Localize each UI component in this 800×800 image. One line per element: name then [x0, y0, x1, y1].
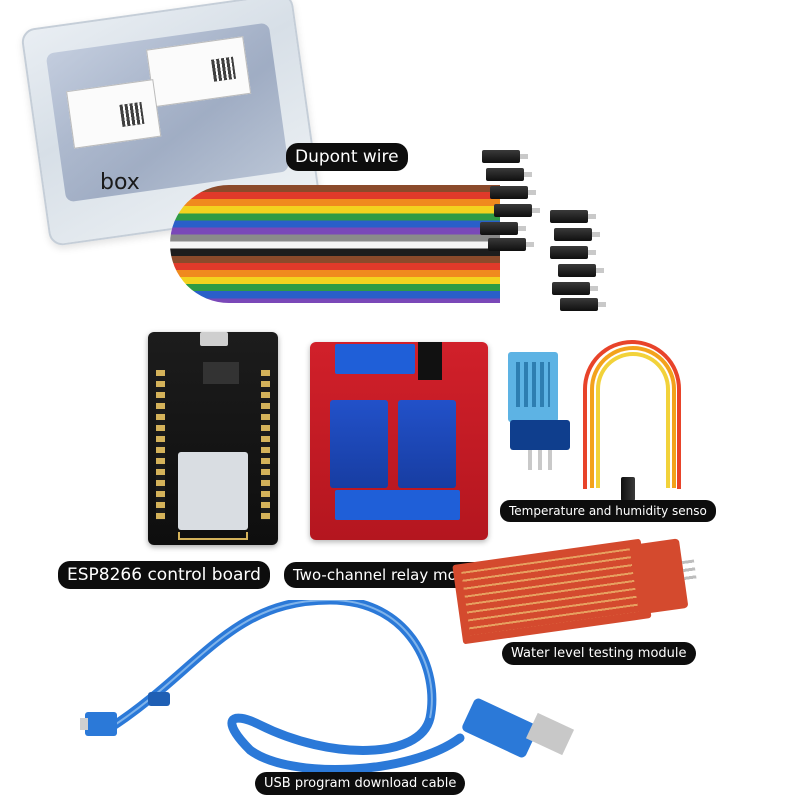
micro-usb-port	[200, 332, 228, 346]
antenna-trace	[178, 532, 248, 540]
dht-housing	[508, 352, 558, 422]
micro-usb-tip	[80, 718, 88, 730]
wifi-module	[178, 452, 248, 530]
connector	[480, 222, 526, 235]
water-sensor-pins	[681, 559, 697, 583]
connector	[552, 282, 598, 295]
relay-cube-1	[330, 400, 388, 488]
water-sensor-head	[631, 538, 689, 615]
dht-pin	[548, 450, 552, 470]
relay-cube-2	[398, 400, 456, 488]
relay-module-icon	[310, 342, 488, 540]
pin-header-left	[156, 370, 165, 520]
jumper-wire-red	[583, 340, 681, 489]
jumper-cable-icon	[578, 340, 688, 501]
pin-header-right	[261, 370, 270, 520]
relay-terminal-bottom	[335, 490, 460, 520]
connector	[488, 238, 534, 251]
qr-code-icon	[211, 56, 236, 82]
usb-cable-wire	[105, 600, 465, 775]
dht-sensor-icon	[508, 352, 573, 470]
micro-usb-plug	[85, 712, 117, 736]
connector	[554, 228, 600, 241]
relay-terminal-top	[335, 344, 415, 374]
water-level-label: Water level testing module	[502, 642, 696, 665]
usb-a-tip	[525, 712, 575, 756]
dht-pin	[538, 450, 542, 470]
usb-cable-label: USB program download cable	[255, 772, 466, 795]
usb-serial-chip	[203, 362, 239, 384]
connector	[486, 168, 532, 181]
esp8266-label: ESP8266 control board	[58, 561, 270, 589]
connector	[482, 150, 528, 163]
temperature-humidity-label: Temperature and humidity senso	[500, 500, 716, 522]
dupont-wire-icon	[160, 150, 620, 325]
dht-board	[510, 420, 570, 450]
ferrite-bead	[148, 692, 170, 706]
connector	[621, 477, 635, 501]
box-label: box	[100, 170, 140, 195]
rainbow-wire-bundle	[170, 185, 500, 303]
dht-grill	[516, 362, 550, 407]
esp8266-board-icon	[148, 332, 278, 545]
usb-a-plug	[462, 698, 538, 758]
dht-pin	[528, 450, 532, 470]
jumper-header	[418, 342, 442, 380]
connector	[490, 186, 536, 199]
connector	[494, 204, 540, 217]
usb-cable-highlight	[109, 600, 433, 729]
connector	[550, 210, 596, 223]
qr-code-icon	[119, 101, 145, 127]
connector	[550, 246, 596, 259]
dupont-wire-label: Dupont wire	[286, 143, 408, 171]
box-card	[66, 79, 162, 149]
usb-cable-icon	[80, 600, 575, 775]
connector	[558, 264, 604, 277]
connector	[560, 298, 606, 311]
jumper-wire-yellow	[596, 352, 670, 488]
jumper-wire-orange	[590, 346, 676, 488]
